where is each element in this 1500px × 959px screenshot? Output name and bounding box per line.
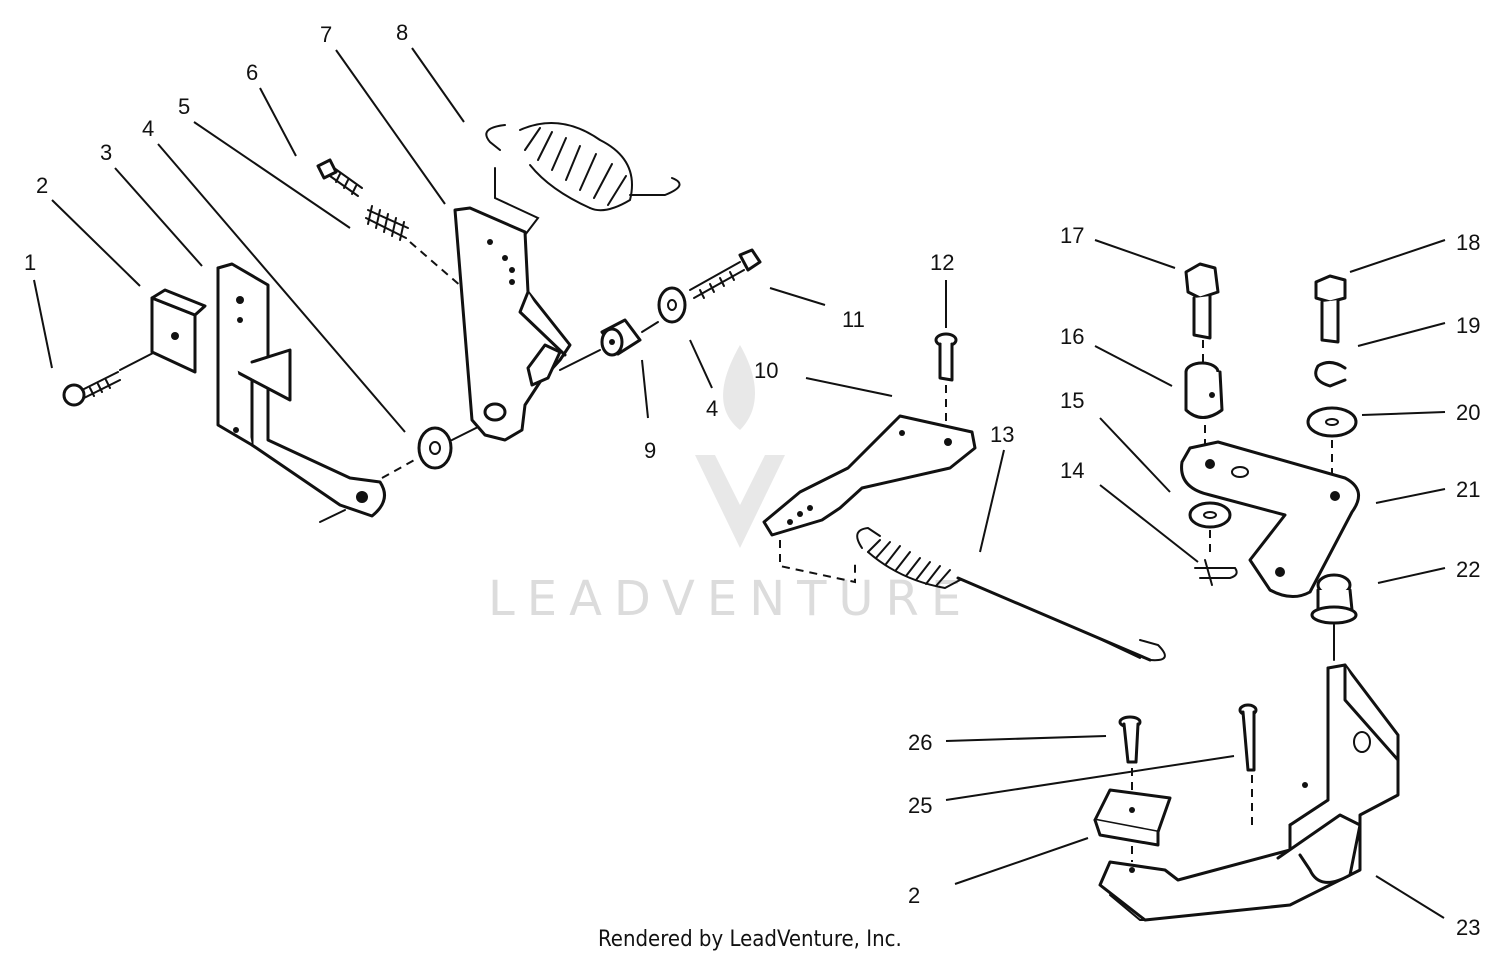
part-3-bracket	[216, 262, 386, 523]
part-16-collar	[1184, 361, 1224, 455]
part-7-lever-arm	[453, 206, 572, 442]
callout-13: 13	[979, 422, 1014, 553]
callout-label: 11	[842, 307, 865, 332]
callout-9: 9	[641, 359, 656, 463]
callout-label: 21	[1456, 477, 1480, 502]
part-21-bellcrank-plate	[1180, 440, 1361, 598]
callout-11: 11	[769, 287, 865, 332]
part-26-pin	[1118, 715, 1142, 790]
callout-label: 4	[142, 116, 154, 141]
part-22-bushing	[1310, 573, 1358, 661]
callout-label: 8	[396, 20, 408, 45]
callout-label: 26	[908, 730, 932, 755]
part-10-plate	[762, 414, 977, 584]
callout-23: 23	[1375, 875, 1480, 940]
part-17-bolt	[1184, 262, 1220, 368]
callout-label: 2	[908, 883, 920, 908]
callout-22: 22	[1377, 557, 1480, 584]
callout-17: 17	[1060, 223, 1176, 269]
callout-label: 23	[1456, 915, 1480, 940]
watermark: LEADVENTURE	[488, 345, 973, 627]
callout-18: 18	[1349, 230, 1480, 273]
callout-10: 10	[754, 358, 893, 397]
part-25-pin	[1238, 703, 1258, 830]
callout-label: 5	[178, 94, 190, 119]
part-23-frame-bracket	[1098, 663, 1400, 922]
callout-label: 9	[644, 438, 656, 463]
part-6-bolt	[316, 158, 363, 197]
part-4-washer-left	[381, 424, 483, 479]
callout-25: 25	[908, 755, 1235, 818]
part-4-washer-right	[657, 286, 687, 324]
callout-1: 1	[24, 250, 53, 369]
callout-14: 14	[1060, 458, 1199, 563]
callout-26: 26	[908, 730, 1107, 755]
callout-7: 7	[320, 22, 446, 205]
part-19-e-clip	[1314, 361, 1347, 388]
watermark-text: LEADVENTURE	[488, 571, 973, 627]
part-20-washer	[1306, 406, 1358, 488]
watermark-flame-logo	[723, 345, 755, 430]
callout-label: 16	[1060, 324, 1084, 349]
callout-4-left: 4	[142, 116, 406, 433]
rendered-by-footer: Rendered by LeadVenture, Inc.	[598, 927, 902, 952]
callout-label: 2	[36, 173, 48, 198]
callout-12: 12	[930, 250, 954, 328]
watermark-v-logo	[695, 455, 785, 548]
callout-label: 15	[1060, 388, 1084, 413]
callout-15: 15	[1060, 388, 1171, 493]
part-1-screw	[62, 351, 156, 407]
callout-label: 1	[24, 250, 36, 275]
part-11-bolt	[689, 248, 762, 299]
part-15-washer	[1188, 501, 1232, 555]
callout-16: 16	[1060, 324, 1173, 387]
callout-3: 3	[100, 140, 203, 267]
part-2-clip-nut-lower	[1093, 788, 1172, 862]
part-9-spacer	[559, 318, 659, 371]
callout-label: 20	[1456, 400, 1480, 425]
callout-5: 5	[178, 94, 351, 229]
part-14-hairpin-clip	[1194, 559, 1238, 586]
callout-label: 6	[246, 60, 258, 85]
callout-20: 20	[1361, 400, 1480, 425]
callout-label: 14	[1060, 458, 1084, 483]
callout-label: 18	[1456, 230, 1480, 255]
callout-label: 19	[1456, 313, 1480, 338]
part-8-large-spring	[485, 121, 681, 236]
part-2-clip-nut	[150, 288, 207, 374]
callout-label: 13	[990, 422, 1014, 447]
callout-label: 7	[320, 22, 332, 47]
part-13-extension-spring	[856, 526, 1166, 662]
callout-label: 17	[1060, 223, 1084, 248]
callout-label: 10	[754, 358, 778, 383]
part-18-bolt	[1314, 274, 1347, 344]
callout-19: 19	[1357, 313, 1480, 347]
callout-21: 21	[1375, 477, 1480, 504]
callout-4-right: 4	[689, 339, 718, 421]
callout-label: 12	[930, 250, 954, 275]
callout-2-lower: 2	[908, 837, 1089, 908]
part-12-pin	[934, 332, 958, 432]
callout-2: 2	[36, 173, 141, 287]
callout-label: 3	[100, 140, 112, 165]
callout-6: 6	[246, 60, 297, 157]
callout-label: 25	[908, 793, 932, 818]
callout-8: 8	[396, 20, 465, 123]
callout-label: 4	[706, 396, 718, 421]
callout-label: 22	[1456, 557, 1480, 582]
